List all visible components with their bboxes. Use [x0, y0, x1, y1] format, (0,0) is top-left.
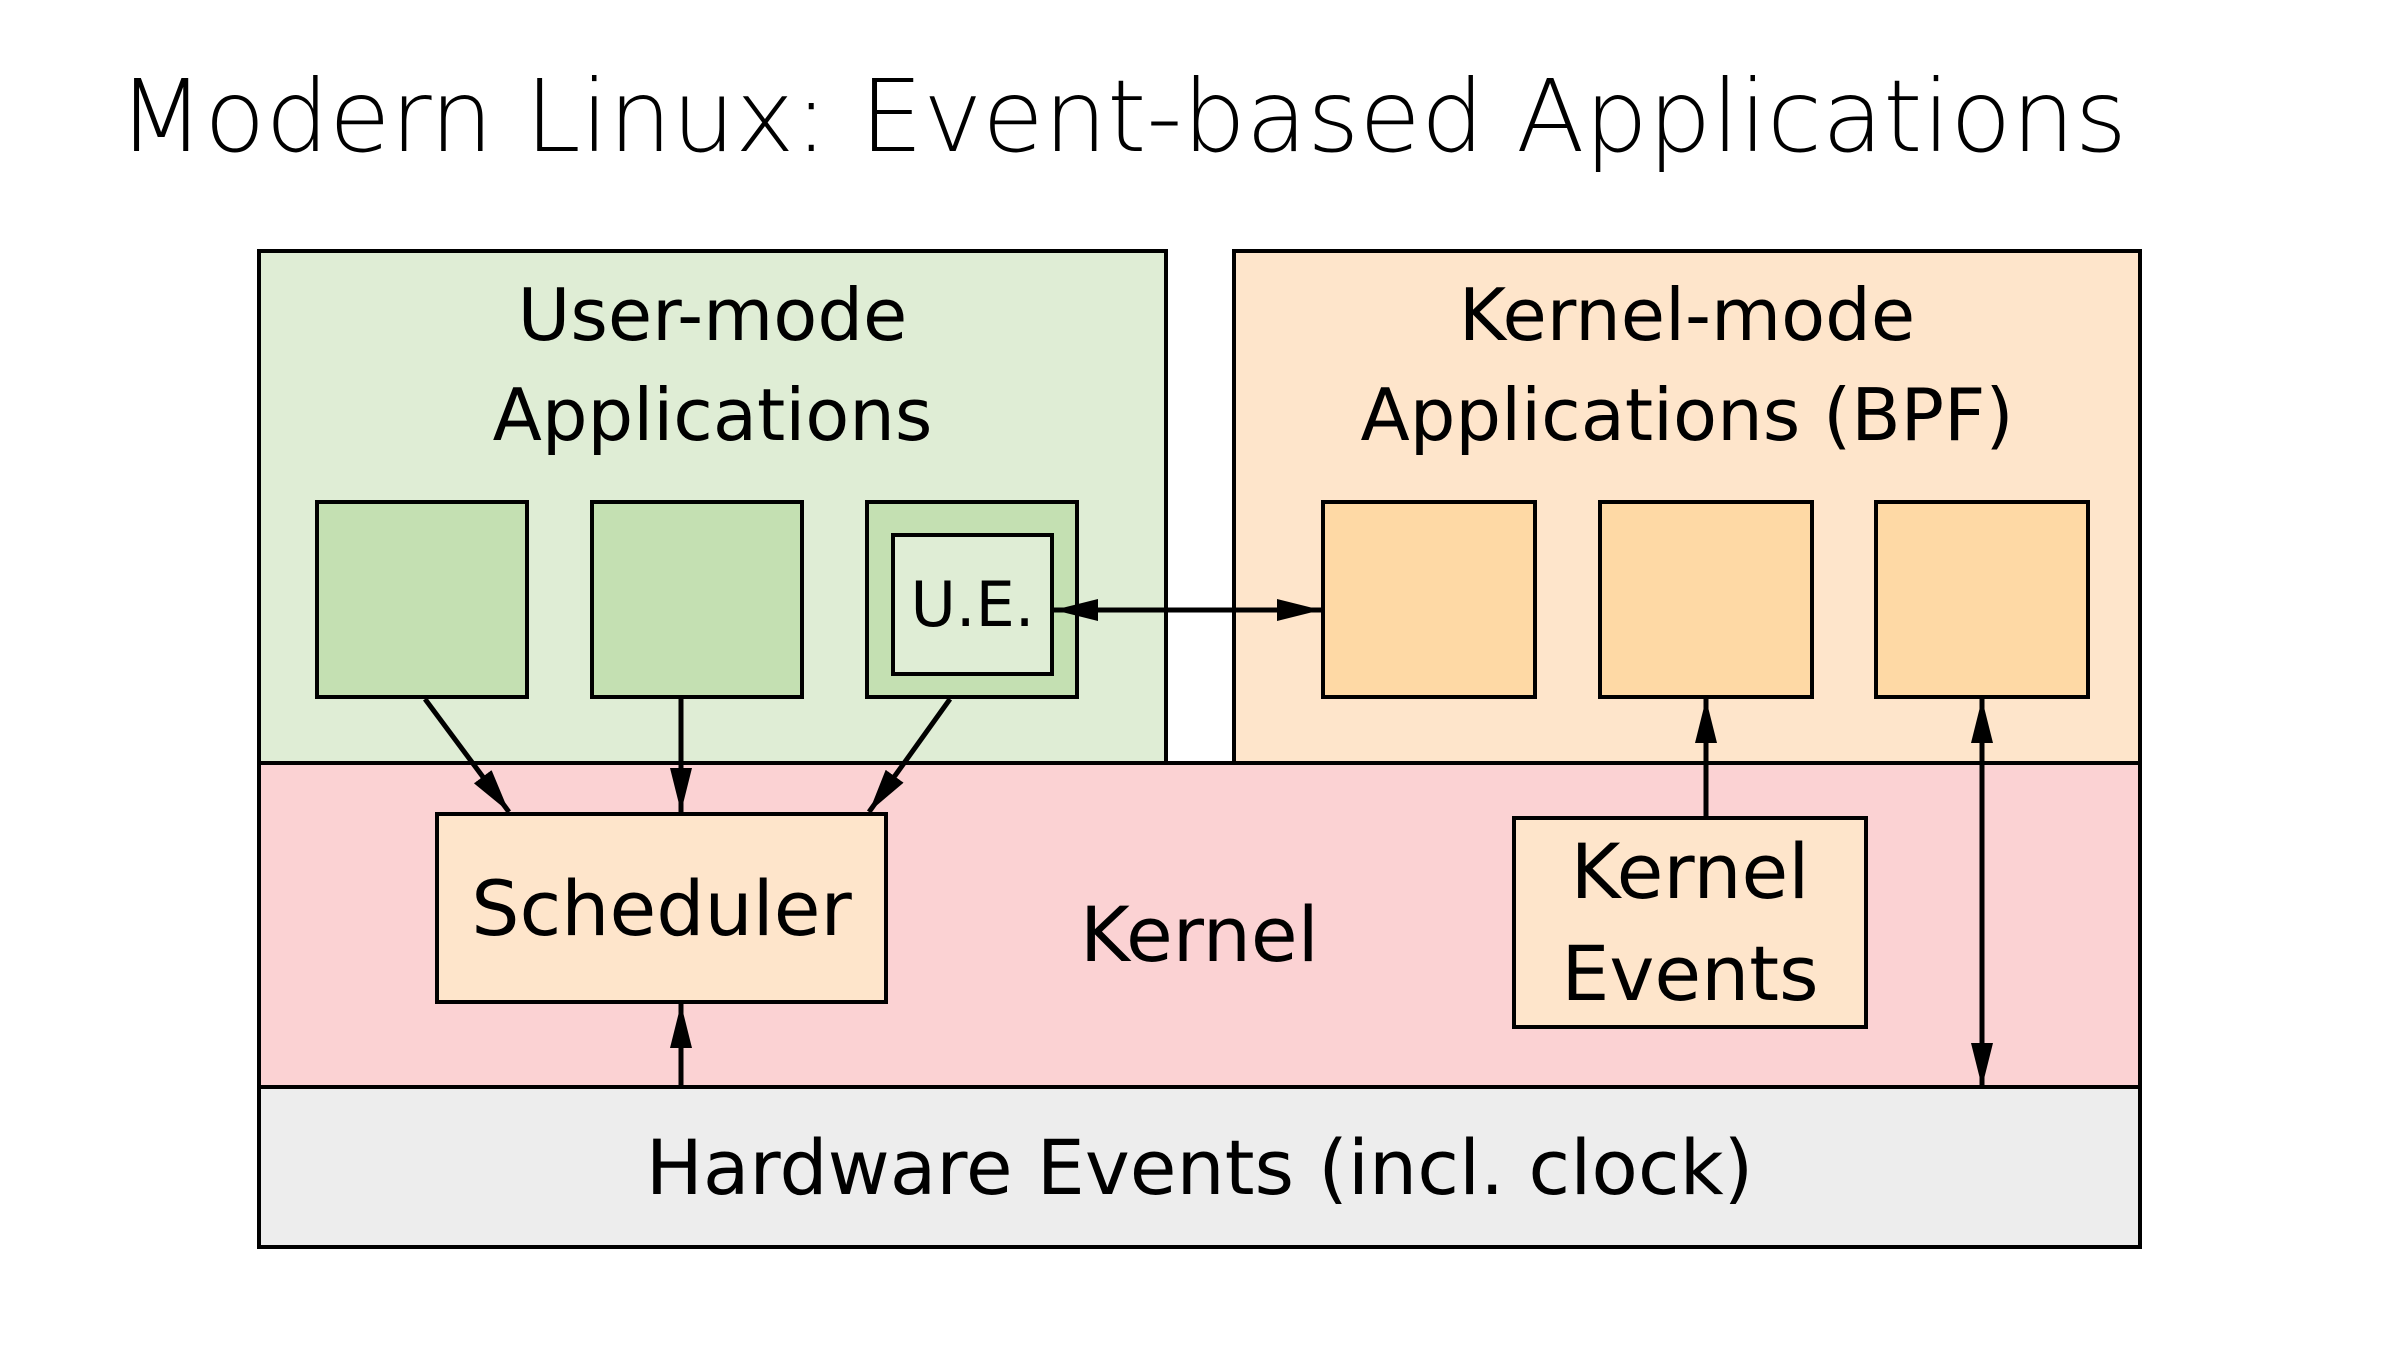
- user-mode-label-line1: User-mode: [517, 273, 908, 357]
- kernel-events-line2: Events: [1561, 928, 1819, 1018]
- scheduler-label: Scheduler: [471, 863, 852, 953]
- scheduler-box: Scheduler: [435, 812, 888, 1004]
- bpf-app-3: [1874, 500, 2090, 699]
- slide-title: Modern Linux: Event-based Applications: [118, 58, 2127, 175]
- kernel-label: Kernel: [1080, 890, 1319, 979]
- user-app-1: [315, 500, 529, 699]
- hardware-events-label: Hardware Events (incl. clock): [645, 1122, 1754, 1212]
- kernel-mode-label: Kernel-mode Applications (BPF): [1236, 265, 2138, 465]
- ue-box: U.E.: [891, 533, 1054, 676]
- kernel-events-line1: Kernel: [1570, 826, 1810, 916]
- user-mode-label: User-mode Applications: [261, 265, 1164, 465]
- ue-label: U.E.: [910, 568, 1035, 641]
- user-app-2: [590, 500, 804, 699]
- kernel-mode-label-line2: Applications (BPF): [1360, 373, 2014, 457]
- bpf-app-1: [1321, 500, 1537, 699]
- bpf-app-2: [1598, 500, 1814, 699]
- kernel-events-box: Kernel Events: [1512, 816, 1868, 1029]
- user-mode-label-line2: Applications: [492, 373, 933, 457]
- kernel-mode-label-line1: Kernel-mode: [1458, 273, 1916, 357]
- hardware-events-region: [257, 1085, 2142, 1249]
